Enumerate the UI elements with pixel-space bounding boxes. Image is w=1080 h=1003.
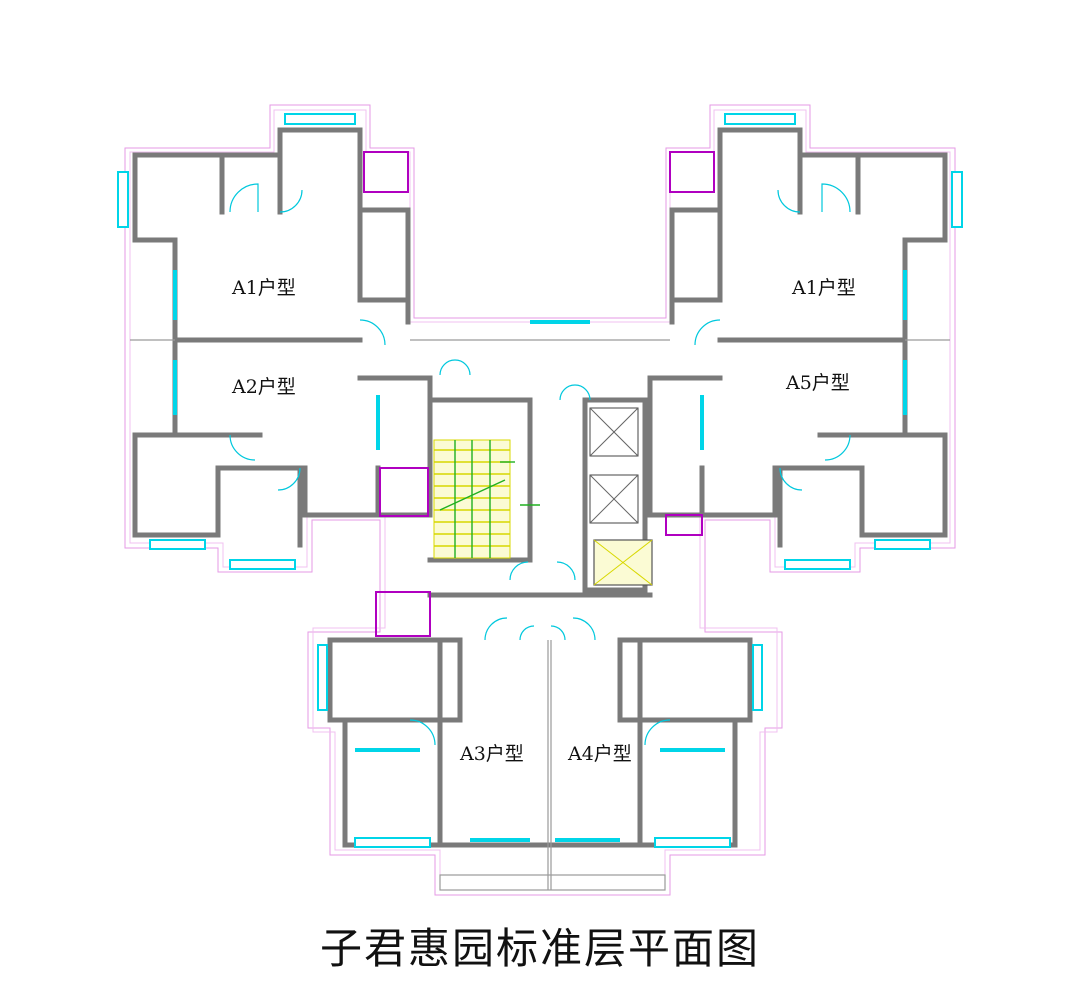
unit-label-a3: A3户型 — [459, 743, 524, 765]
unit-label-a1-right: A1户型 — [791, 277, 856, 299]
unit-label-a2: A2户型 — [231, 376, 296, 398]
elevators — [589, 407, 653, 586]
slab-outline — [124, 104, 956, 896]
unit-label-a5: A5户型 — [785, 372, 850, 394]
ducts — [363, 151, 715, 637]
partitions — [130, 339, 950, 891]
windows — [117, 113, 963, 848]
unit-label-a4: A4户型 — [567, 743, 632, 765]
staircase — [433, 439, 540, 559]
doors — [229, 183, 851, 746]
walls — [132, 127, 948, 848]
unit-label-a1-left: A1户型 — [231, 277, 296, 299]
diagram-title: 子君惠园标准层平面图 — [319, 924, 760, 973]
